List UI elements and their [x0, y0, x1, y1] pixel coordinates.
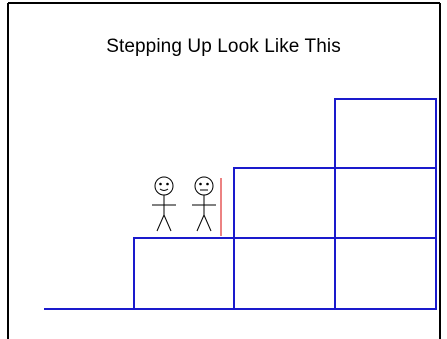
neutral-stick-figure-icon — [192, 177, 216, 231]
step-block-row1-col1 — [134, 238, 234, 309]
step-block-row1-col2 — [234, 238, 335, 309]
step-block-row2-col3 — [335, 168, 436, 238]
step-blocks — [134, 99, 436, 309]
smiling-stick-figure-icon — [152, 177, 176, 231]
slide-border — [8, 3, 440, 339]
step-block-row1-col3 — [335, 238, 436, 309]
step-block-row3-col3 — [335, 99, 436, 168]
step-block-row2-col2 — [234, 168, 335, 238]
